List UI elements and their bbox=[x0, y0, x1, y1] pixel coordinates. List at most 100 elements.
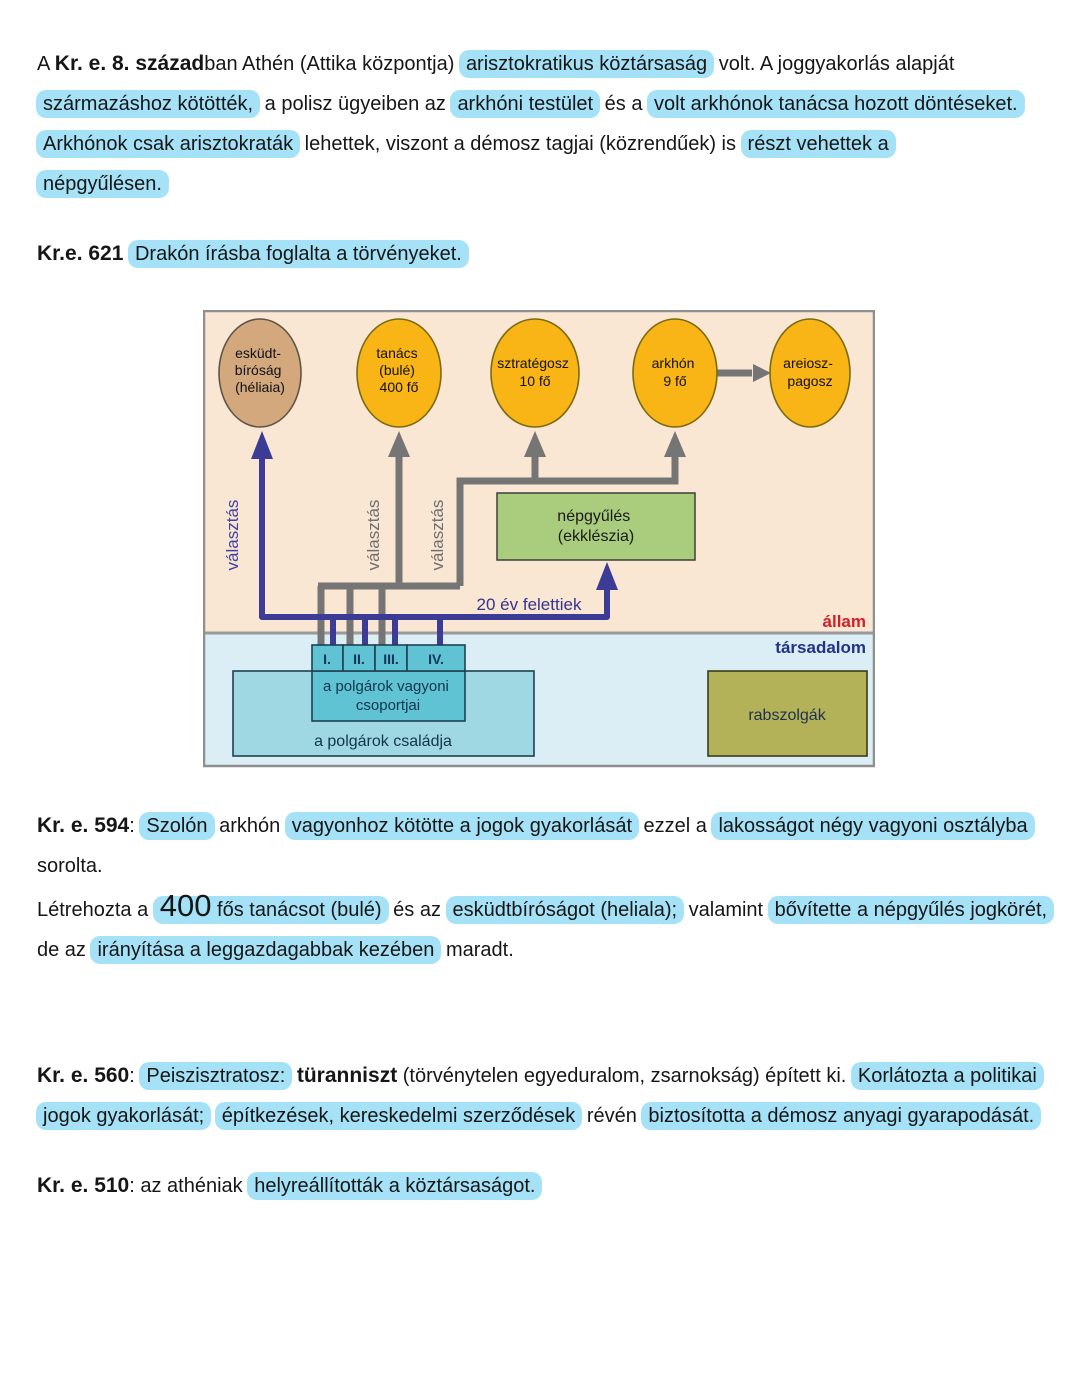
highlighted-text: Arkhónok csak arisztokraták bbox=[36, 130, 301, 158]
athens-state-diagram: esküdt- bíróság (héliaia) tanács (bulé) … bbox=[202, 309, 876, 768]
areopagus-ellipse: areiosz- pagosz bbox=[769, 318, 851, 428]
text-line: A Kr. e. 8. században Athén (Attika közp… bbox=[37, 44, 1050, 84]
text-run: valamint bbox=[683, 899, 769, 921]
text-run: : az athéniak bbox=[129, 1175, 249, 1197]
svg-text:sztratégosz 10 fő: sztratégosz 10 fő bbox=[497, 355, 572, 389]
text-run: Kr. e. 8. század bbox=[54, 52, 205, 75]
text-run: (törvénytelen egyeduralom, zsarnokság) é… bbox=[397, 1065, 852, 1087]
highlighted-text: esküdtbíróságot (heliala); bbox=[445, 896, 685, 924]
svg-text:esküdt- bíróság: esküdt- bíróság (héliaia) bbox=[235, 345, 286, 395]
text-run: Kr.e. 621 bbox=[37, 242, 124, 265]
election-label-strategos: választás bbox=[428, 500, 447, 571]
text-line: Kr. e. 510: az athéniak helyreállították… bbox=[37, 1166, 1050, 1206]
slaves-box-label: rabszolgák bbox=[748, 707, 826, 724]
highlighted-text: biztosította a démosz anyagi gyarapodásá… bbox=[641, 1102, 1042, 1130]
text-run: ezzel a bbox=[638, 815, 713, 837]
paragraph-kr-e-8-szazad: A Kr. e. 8. században Athén (Attika közp… bbox=[36, 44, 1050, 204]
highlighted-text: részt vehettek a bbox=[740, 130, 896, 158]
text-run: a polisz ügyeiben az bbox=[259, 93, 452, 115]
text-run: és az bbox=[387, 899, 447, 921]
highlighted-text: vagyonhoz kötötte a jogok gyakorlását bbox=[284, 812, 639, 840]
highlighted-text: 400 fős tanácsot (bulé) bbox=[152, 888, 389, 924]
society-label: társadalom bbox=[775, 638, 866, 657]
paragraph-kr-e-594: Kr. e. 594: Szolón arkhón vagyonhoz kötö… bbox=[37, 806, 1055, 970]
svg-text:IV.: IV. bbox=[428, 651, 444, 667]
slaves-box bbox=[707, 670, 868, 757]
text-run: ban Athén (Attika központja) bbox=[204, 53, 460, 75]
text-line: Arkhónok csak arisztokraták lehettek, vi… bbox=[36, 124, 1050, 164]
diagram-svg: esküdt- bíróság (héliaia) tanács (bulé) … bbox=[202, 309, 876, 768]
wealth-box-label: a polgárok vagyoni csoportjai bbox=[323, 678, 453, 714]
text-run: türanniszt bbox=[296, 1064, 398, 1087]
svg-text:I.: I. bbox=[323, 651, 331, 667]
text-run: sorolta. bbox=[37, 855, 103, 877]
blue-arrowheads bbox=[251, 431, 618, 590]
svg-text:II.: II. bbox=[353, 651, 365, 667]
page-content: A Kr. e. 8. században Athén (Attika közp… bbox=[36, 44, 1055, 1206]
text-run: : bbox=[129, 1065, 141, 1087]
highlighted-text: Szolón bbox=[139, 812, 215, 840]
highlighted-text: arisztokratikus köztársaság bbox=[458, 50, 715, 78]
highlighted-text: irányítása a leggazdagabbak kezében bbox=[90, 936, 442, 964]
text-run: volt. A joggyakorlás alapját bbox=[713, 53, 955, 75]
paragraph-kr-e-621: Kr.e. 621 Drakón írásba foglalta a törvé… bbox=[37, 234, 1050, 274]
election-label-blue: választás bbox=[223, 500, 242, 571]
class-box-labels: I. II. III. IV. bbox=[323, 651, 444, 667]
election-label-council: választás bbox=[364, 500, 383, 571]
highlighted-text: bővítette a népgyűlés jogkörét, bbox=[767, 896, 1055, 924]
text-line: Kr. e. 594: Szolón arkhón vagyonhoz kötö… bbox=[37, 806, 1050, 846]
text-line: népgyűlésen. bbox=[36, 164, 1050, 204]
council-ellipse: tanács (bulé) 400 fő bbox=[356, 318, 442, 428]
text-run: Kr. e. 560 bbox=[37, 1064, 130, 1087]
text-run: arkhón bbox=[213, 815, 286, 837]
diagram-frame bbox=[202, 309, 876, 768]
text-run: de az bbox=[37, 939, 92, 961]
text-line: de az irányítása a leggazdagabbak kezébe… bbox=[37, 930, 1050, 970]
text-run: és a bbox=[599, 93, 648, 115]
text-line: Kr. e. 560: Peiszisztratosz: türanniszt … bbox=[37, 1056, 1050, 1096]
svg-text:areiosz- pagosz: areiosz- pagosz bbox=[783, 355, 837, 389]
highlighted-text: jogok gyakorlását; bbox=[36, 1102, 212, 1130]
text-line: sorolta. bbox=[37, 846, 1050, 886]
svg-text:arkhón 9 fő: arkhón 9 fő bbox=[652, 355, 699, 389]
text-run: 400 bbox=[159, 888, 212, 923]
text-line: származáshoz kötötték, a polisz ügyeiben… bbox=[36, 84, 1050, 124]
class-boxes bbox=[311, 644, 466, 672]
highlighted-text: Peiszisztratosz: bbox=[139, 1062, 293, 1090]
svg-text:III.: III. bbox=[383, 651, 399, 667]
highlighted-text: arkhóni testület bbox=[450, 90, 601, 118]
text-run: révén bbox=[581, 1105, 643, 1127]
court-ellipse: esküdt- bíróság (héliaia) bbox=[218, 318, 302, 428]
highlighted-text: volt arkhónok tanácsa hozott döntéseket. bbox=[647, 90, 1025, 118]
assembly-box-label: népgyűlés (ekklészia) bbox=[557, 508, 634, 545]
highlighted-text: lakosságot négy vagyoni osztályba bbox=[711, 812, 1035, 840]
text-line: jogok gyakorlását; építkezések, keresked… bbox=[36, 1096, 1050, 1136]
strategos-ellipse: sztratégosz 10 fő bbox=[490, 318, 580, 428]
gray-arrowheads bbox=[388, 364, 771, 457]
archon-ellipse: arkhón 9 fő bbox=[632, 318, 718, 428]
assembly-box bbox=[496, 492, 696, 561]
highlighted-text: helyreállították a köztársaságot. bbox=[247, 1172, 543, 1200]
text-run: lehettek, viszont a démosz tagjai (közre… bbox=[299, 133, 742, 155]
highlighted-text: Drakón írásba foglalta a törvényeket. bbox=[127, 240, 469, 268]
text-run: Kr. e. 510 bbox=[37, 1174, 130, 1197]
highlighted-text: Korlátozta a politikai bbox=[850, 1062, 1044, 1090]
text-run: : bbox=[129, 815, 141, 837]
paragraph-kr-e-510: Kr. e. 510: az athéniak helyreállították… bbox=[37, 1166, 1050, 1206]
svg-text:tanács (bulé): tanács (bulé) 400 fő bbox=[376, 345, 421, 395]
text-run: fős tanácsot (bulé) bbox=[211, 899, 382, 921]
text-run: Létrehozta a bbox=[37, 899, 154, 921]
text-run: maradt. bbox=[440, 939, 514, 961]
highlighted-text: származáshoz kötötték, bbox=[36, 90, 261, 118]
wealth-box bbox=[311, 670, 466, 722]
paragraph-kr-e-560: Kr. e. 560: Peiszisztratosz: türanniszt … bbox=[36, 1056, 1050, 1136]
age-20-label: 20 év felettiek bbox=[477, 595, 582, 614]
text-run: A bbox=[37, 53, 55, 75]
highlighted-text: építkezések, kereskedelmi szerződések bbox=[214, 1102, 583, 1130]
text-line: Létrehozta a 400 fős tanácsot (bulé) és … bbox=[37, 886, 1055, 930]
highlighted-text: népgyűlésen. bbox=[36, 170, 169, 198]
state-label: állam bbox=[823, 612, 866, 631]
blue-election-lines bbox=[259, 453, 610, 646]
text-line: Kr.e. 621 Drakón írásba foglalta a törvé… bbox=[37, 234, 1050, 274]
